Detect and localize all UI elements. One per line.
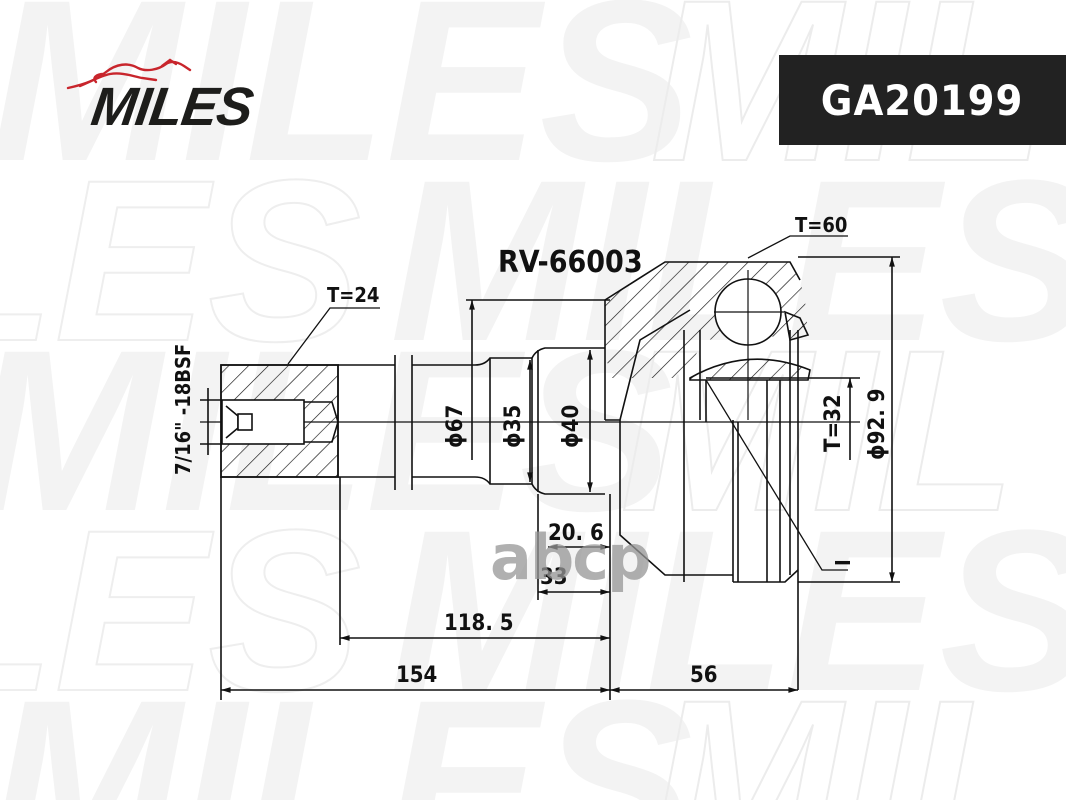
miles-logo: MILES bbox=[62, 58, 312, 143]
watermark-row-1: MILES bbox=[0, 0, 693, 209]
svg-text:MILES: MILES bbox=[390, 482, 1066, 739]
label-len-56: 56 bbox=[690, 663, 718, 688]
label-teeth-bell: T=60 bbox=[795, 213, 847, 237]
label-teeth-stub: T=24 bbox=[327, 283, 379, 307]
label-thread-spec: 7/16" -18BSF bbox=[171, 344, 195, 475]
label-inner-callout: I bbox=[831, 559, 855, 566]
running-greyhound-icon bbox=[66, 58, 192, 90]
abcp-watermark: abcp bbox=[490, 521, 651, 594]
label-dia-outer: ϕ92. 9 bbox=[865, 389, 890, 460]
part-number: GA20199 bbox=[821, 75, 1024, 125]
label-dia-40: ϕ40 bbox=[559, 405, 584, 448]
reference-code: RV-66003 bbox=[498, 245, 643, 280]
label-len-20-6: 20. 6 bbox=[548, 521, 604, 546]
brand-name: MILES bbox=[87, 77, 257, 137]
label-len-118-5: 118. 5 bbox=[444, 611, 514, 636]
svg-text:ILES: ILES bbox=[0, 132, 361, 389]
svg-text:MILES: MILES bbox=[0, 652, 693, 800]
label-dia-67: ϕ67 bbox=[443, 405, 468, 448]
stub-shaft-end bbox=[220, 364, 339, 478]
svg-text:MIL: MIL bbox=[650, 652, 1046, 800]
label-teeth-inner: T=32 bbox=[821, 394, 846, 452]
svg-text:MILES: MILES bbox=[390, 132, 1066, 389]
label-len-33: 33 bbox=[540, 565, 568, 590]
label-dia-35: ϕ35 bbox=[501, 405, 526, 448]
svg-text:ILES: ILES bbox=[0, 482, 361, 739]
part-number-badge: GA20199 bbox=[779, 55, 1066, 145]
label-len-154: 154 bbox=[396, 663, 437, 688]
